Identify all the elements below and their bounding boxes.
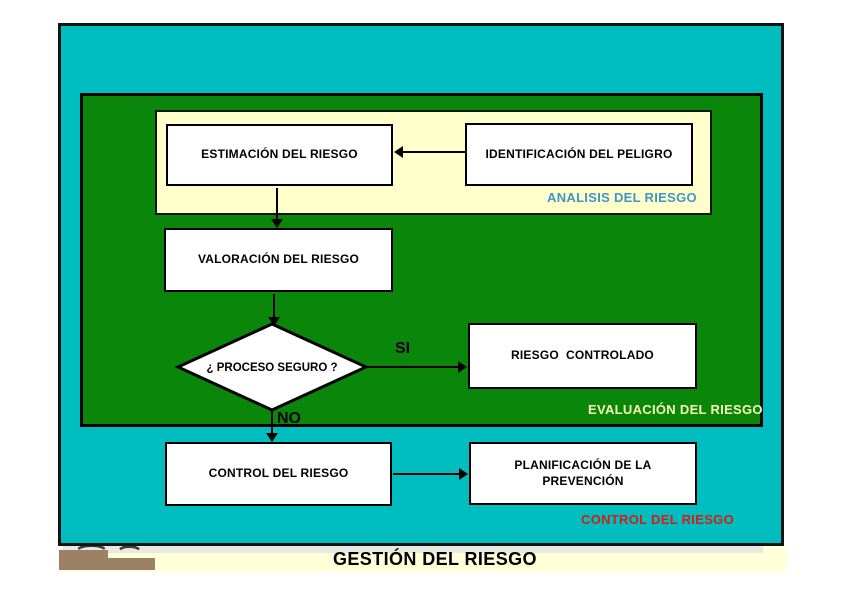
- decision-diamond: ¿ PROCESO SEGURO ?: [174, 320, 370, 414]
- node-planificacion-de-la-prevencion: PLANIFICACIÓN DE LA PREVENCIÓN: [469, 442, 697, 505]
- arrow-ident-to-estim: [402, 151, 465, 153]
- photo-fragment: [59, 558, 155, 570]
- node-estimacion-del-riesgo: ESTIMACIÓN DEL RIESGO: [166, 124, 393, 186]
- arrow-decision-to-controlado: [366, 366, 459, 368]
- arrowhead-down-icon: [268, 317, 280, 326]
- arrow-estim-to-valor: [276, 188, 278, 220]
- evaluation-section-label: EVALUACIÓN DEL RIESGO: [588, 402, 763, 417]
- node-valoracion-del-riesgo: VALORACIÓN DEL RIESGO: [164, 228, 393, 292]
- photo-arc: [117, 545, 142, 560]
- arrowhead-right-icon: [459, 468, 468, 480]
- node-identificacion-del-peligro: IDENTIFICACIÓN DEL PELIGRO: [465, 123, 693, 186]
- edge-label-no: NO: [277, 410, 301, 427]
- edge-label-si: SI: [395, 340, 411, 357]
- node-control-del-riesgo: CONTROL DEL RIESGO: [165, 442, 392, 506]
- arrowhead-left-icon: [394, 146, 403, 158]
- arrow-valor-to-decision: [273, 294, 275, 318]
- arrow-control-to-planificacion: [393, 473, 460, 475]
- slide-title: GESTIÓN DEL RIESGO: [333, 549, 537, 569]
- node-riesgo-controlado: RIESGO CONTROLADO: [468, 323, 697, 389]
- title-bar-strip: [63, 546, 763, 553]
- decision-label: ¿ PROCESO SEGURO ?: [206, 362, 338, 374]
- arrowhead-down-icon: [271, 219, 283, 228]
- arrow-decision-to-control: [271, 409, 273, 434]
- analysis-section-label: ANALISIS DEL RIESGO: [547, 190, 697, 205]
- arrowhead-down-icon: [266, 433, 278, 442]
- photo-arc: [75, 544, 108, 561]
- control-section-label: CONTROL DEL RIESGO: [581, 512, 734, 527]
- arrowhead-right-icon: [458, 361, 467, 373]
